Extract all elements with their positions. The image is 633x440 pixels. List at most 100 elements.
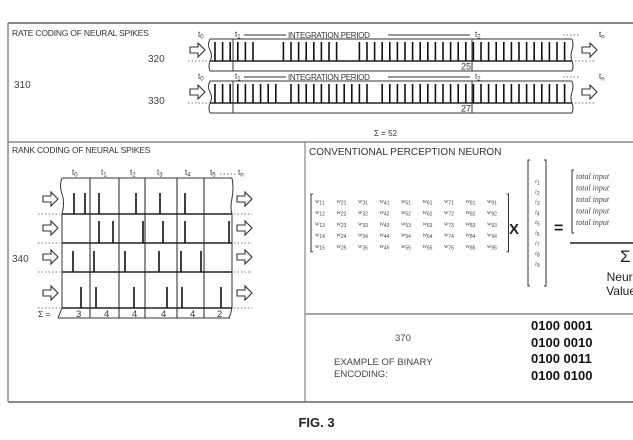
weight-cell: w83 [466,220,476,229]
break-mark [570,38,574,72]
input-cell: i3 [535,199,540,208]
output-arrow-icon [236,284,253,302]
ref-340: 340 [12,254,29,265]
weight-cell: w31 [358,198,368,207]
time-label-tn: tn [599,72,605,83]
ref-330: 330 [148,96,165,107]
time-label-t4: t4 [185,168,191,179]
output-arrow-icon [236,248,253,266]
weight-cell: w63 [423,220,433,229]
rank-column-sum: 3 [76,309,81,320]
weight-cell: w65 [423,243,433,252]
matrix-left-bracket [310,193,313,253]
input-cell: i8 [535,250,540,259]
weight-cell: w61 [423,198,433,207]
rank-column-sum: 4 [190,309,195,320]
weight-cell: w73 [444,220,454,229]
binary-code: 0100 0011 [531,351,592,366]
weight-cell: w93 [487,220,497,229]
weight-cell: w55 [401,243,411,252]
time-label-t1: t1 [235,30,241,41]
time-label-t2: t2 [475,72,481,83]
weight-cell: w24 [337,232,347,241]
output-cell: total input [576,195,610,204]
vector-left-bracket [527,159,530,287]
weight-cell: w74 [444,232,454,241]
output-left-bracket [571,169,574,234]
time-label-t0: t0 [198,30,204,41]
time-label-t1: t1 [101,168,107,179]
weight-cell: w23 [337,220,347,229]
rank-coding-title: RANK CODING OF NEURAL SPIKES [12,145,151,155]
time-label-t2: t2 [475,30,481,41]
ref-310: 310 [14,80,31,91]
break-mark [57,177,64,319]
weight-cell: w33 [358,220,368,229]
matrix-right-bracket [506,193,509,253]
equals-symbol: = [554,220,563,237]
output-cell: total input [576,218,610,227]
rate-coding-title: RATE CODING OF NEURAL SPIKES [12,28,149,38]
time-label-t0: t0 [198,72,204,83]
weight-cell: w84 [466,232,476,241]
break-mark [208,80,212,114]
binary-code: 0100 0001 [531,318,593,333]
input-cell: i6 [535,230,540,239]
input-cell: i5 [535,219,540,228]
break-mark [208,38,212,72]
input-cell: i1 [535,178,540,187]
input-cell: i2 [535,188,540,197]
weight-cell: w22 [337,209,347,218]
output-arrow-icon [581,41,598,59]
output-arrow-icon [581,83,598,101]
binary-label-line1: EXAMPLE OF BINARY [334,357,433,368]
time-label-tn: tn [599,30,605,41]
input-arrow-icon [42,284,59,302]
input-arrow-icon [42,190,59,208]
rank-sum-prefix: Σ = [38,309,51,319]
input-cell: i9 [535,260,540,269]
binary-code: 0100 0100 [531,367,593,383]
time-label-t2: t2 [130,168,136,179]
input-cell: i4 [535,209,540,218]
rank-column-sum: 2 [217,309,222,320]
weight-cell: w64 [423,232,433,241]
perceptron-title: CONVENTIONAL PERCEPTION NEURON [309,147,501,158]
weight-cell: w21 [337,198,347,207]
figure-caption: FIG. 3 [298,415,335,430]
binary-label-line2: ENCODING: [334,369,388,380]
break-mark [570,80,574,114]
weight-cell: w41 [380,198,390,207]
rank-column-sum: 4 [132,309,137,320]
weight-cell: w81 [466,198,476,207]
outer-frame [7,22,633,403]
weight-cell: w45 [380,243,390,252]
weight-cell: w62 [423,209,433,218]
output-arrow-icon [236,190,253,208]
spike-count: 27 [461,104,471,114]
weight-cell: w52 [401,209,411,218]
rank-column-sum: 4 [161,309,166,320]
output-cell: total input [576,184,610,193]
weight-cell: w54 [401,232,411,241]
input-arrow-icon [42,248,59,266]
weight-cell: w11 [315,198,325,207]
time-label-t1: t1 [235,72,241,83]
weight-cell: w51 [401,198,411,207]
integration-period-label: INTEGRATION PERIOD [288,31,370,40]
output-cell: total input [576,207,610,216]
input-arrow-icon [42,219,59,237]
output-vector: total input total input total input total i… [571,169,610,234]
weight-cell: w35 [358,243,368,252]
input-arrow-icon [189,41,206,59]
weight-cell: w94 [487,232,497,241]
output-arrow-icon [236,219,253,237]
weight-cell: w85 [466,243,476,252]
